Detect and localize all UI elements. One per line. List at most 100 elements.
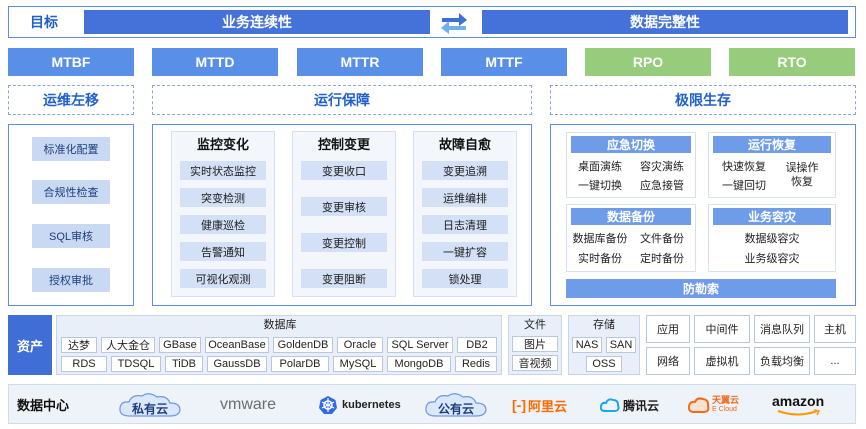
kubernetes-logo: kubernetes xyxy=(318,393,404,417)
db-item: DB2 xyxy=(457,337,497,353)
left-item-compliance-check: 合规性检查 xyxy=(32,180,110,204)
db-item: OceanBase xyxy=(205,337,269,353)
business-disaster-title: 业务容灾 xyxy=(713,208,831,225)
selfheal-item: 运维编排 xyxy=(422,188,508,207)
monitor-item: 实时状态监控 xyxy=(180,161,266,180)
storage-title: 存储 xyxy=(593,319,615,331)
change-item: 变更审核 xyxy=(301,197,387,216)
emergency-item: 应急接管 xyxy=(640,180,684,192)
column-change-title: 控制变更 xyxy=(317,136,370,152)
asset-host: 主机 xyxy=(814,315,856,343)
db-item: 人大金仓 xyxy=(101,337,155,353)
tianyi-cloud-logo: 天翼云 E Cloud xyxy=(688,392,746,418)
tianyi-cloud-icon xyxy=(688,397,710,413)
metric-mtbf: MTBF xyxy=(8,48,134,76)
data-backup-title: 数据备份 xyxy=(571,208,691,225)
section-ops-guarantee: 运行保障 xyxy=(152,85,532,115)
db-item: GoldenDB xyxy=(273,337,333,353)
public-cloud-text: 公有云 xyxy=(437,401,474,416)
tencent-cloud-logo: 腾讯云 xyxy=(600,394,666,416)
file-item: 图片 xyxy=(512,336,558,352)
storage-item: OSS xyxy=(586,356,622,372)
db-item: TDSQL xyxy=(111,356,161,372)
backup-item: 实时备份 xyxy=(578,253,622,265)
change-item: 变更控制 xyxy=(301,233,387,252)
emergency-item: 容灾演练 xyxy=(640,161,684,173)
backup-item: 定时备份 xyxy=(640,253,684,265)
asset-middleware: 中间件 xyxy=(694,315,750,343)
file-title: 文件 xyxy=(524,319,546,331)
data-integrity-bar: 数据完整性 xyxy=(482,10,848,34)
section-shift-left: 运维左移 xyxy=(8,85,134,115)
metric-rto: RTO xyxy=(729,48,855,76)
aliyun-text: 阿里云 xyxy=(528,398,568,414)
metric-mttf: MTTF xyxy=(441,48,567,76)
db-item: Oracle xyxy=(337,337,383,353)
db-item: Redis xyxy=(455,356,497,372)
disaster-item: 数据级容灾 xyxy=(744,233,800,245)
asset-more: ... xyxy=(814,347,856,375)
monitor-item: 可视化观测 xyxy=(180,269,266,288)
aliyun-logo: [-] 阿里云 xyxy=(512,394,574,416)
file-item: 音视频 xyxy=(512,355,558,371)
goal-label: 目标 xyxy=(30,14,58,30)
column-monitor-title: 监控变化 xyxy=(196,136,249,152)
db-item: PolarDB xyxy=(271,356,329,372)
db-item: MongoDB xyxy=(387,356,451,372)
db-item: RDS xyxy=(61,356,107,372)
public-cloud-logo: 公有云 xyxy=(422,390,490,420)
anti-ransomware-bar: 防勒索 xyxy=(566,279,836,298)
section-extreme-survival: 极限生存 xyxy=(550,85,856,115)
left-item-authorization: 授权审批 xyxy=(32,268,110,292)
amazon-text: amazon xyxy=(772,393,825,409)
storage-item: NAS xyxy=(572,337,602,353)
kubernetes-text: kubernetes xyxy=(342,399,401,411)
selfheal-item: 锁处理 xyxy=(422,269,508,288)
storage-item: SAN xyxy=(606,337,636,353)
private-cloud-logo: 私有云 xyxy=(116,390,184,420)
selfheal-item: 一键扩容 xyxy=(422,242,508,261)
db-item: SQL Server xyxy=(387,337,453,353)
selfheal-item: 日志清理 xyxy=(422,215,508,234)
tianyi-cloud-subtext: E Cloud xyxy=(712,406,737,413)
amazon-logo: amazon xyxy=(770,392,830,418)
business-continuity-bar: 业务连续性 xyxy=(84,10,430,34)
swap-arrows-icon xyxy=(436,8,472,36)
asset-network: 网络 xyxy=(646,347,690,375)
metric-mttd: MTTD xyxy=(152,48,278,76)
monitor-item: 告警通知 xyxy=(180,242,266,261)
db-item: 达梦 xyxy=(61,337,97,353)
tianyi-cloud-text: 天翼云 xyxy=(712,395,740,405)
left-item-standard-config: 标准化配置 xyxy=(32,137,110,161)
assets-label: 资产 xyxy=(8,315,52,375)
asset-message-queue: 消息队列 xyxy=(754,315,810,343)
column-selfheal-title: 故障自愈 xyxy=(438,136,491,152)
amazon-smile-icon xyxy=(777,409,821,416)
selfheal-item: 变更追溯 xyxy=(422,161,508,180)
private-cloud-text: 私有云 xyxy=(131,401,168,416)
db-item: MySQL xyxy=(333,356,383,372)
db-item: GaussDB xyxy=(207,356,267,372)
monitor-item: 突变检测 xyxy=(180,188,266,207)
recovery-item: 快速恢复 xyxy=(722,161,766,173)
monitor-item: 健康巡检 xyxy=(180,215,266,234)
backup-item: 文件备份 xyxy=(640,233,684,245)
kubernetes-wheel-icon xyxy=(319,396,337,414)
db-item: TiDB xyxy=(165,356,203,372)
tencent-cloud-text: 腾讯云 xyxy=(623,398,660,413)
run-recovery-title: 运行恢复 xyxy=(713,136,831,153)
asset-app: 应用 xyxy=(646,315,690,343)
emergency-item: 桌面演练 xyxy=(578,161,622,173)
metric-mttr: MTTR xyxy=(297,48,423,76)
metric-rpo: RPO xyxy=(585,48,711,76)
disaster-item: 业务级容灾 xyxy=(744,253,800,265)
backup-item: 数据库备份 xyxy=(572,233,628,245)
recovery-item: 误操作恢复 xyxy=(785,162,819,188)
asset-load-balancer: 负载均衡 xyxy=(754,347,810,375)
vmware-logo: vmware xyxy=(219,396,276,413)
database-title: 数据库 xyxy=(263,319,297,331)
emergency-item: 一键切换 xyxy=(578,180,622,192)
left-item-sql-review: SQL审核 xyxy=(32,224,110,248)
recovery-item: 一键回切 xyxy=(722,180,766,192)
tencent-cloud-icon xyxy=(600,398,620,412)
